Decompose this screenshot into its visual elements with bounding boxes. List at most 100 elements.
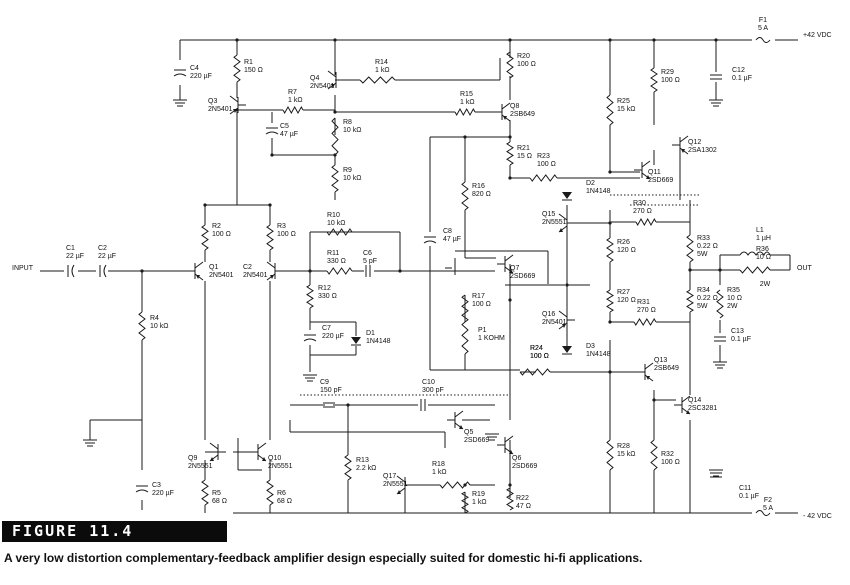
junction-dot [508,483,512,487]
component-label: C2 [98,245,107,252]
component-label: R23 [537,153,550,160]
component-label: 0.22 Ω [697,243,718,250]
component-label: C2 [243,264,252,271]
junction-dot [346,403,350,407]
component-label: 5 pF [363,258,377,265]
component-label: R24 [530,345,543,352]
junction-dot [688,268,692,272]
junction-dot [652,38,656,42]
component-label: R25 [617,98,630,105]
component-label: 2N5401 [209,272,234,279]
component-label: 2SA1302 [688,147,717,154]
component-label: 1 kΩ [460,99,475,106]
ground-symbol [173,99,187,107]
junction-dot [140,269,144,273]
figure-caption: A very low distortion complementary-feed… [4,551,643,565]
component-label: C1 [66,245,75,252]
component-label: 100 Ω [661,77,680,84]
component-label: 10 Ω [756,254,771,261]
component-label: R17 [472,293,485,300]
component-label: R24 [530,345,543,352]
component-label: 100 Ω [472,301,491,308]
component-label: R31 [637,299,650,306]
component-label: 2W [727,303,738,310]
component-label: F1 [759,17,767,24]
component-label: 10 kΩ [327,220,345,227]
component-label: R33 [697,235,710,242]
component-label: 100 Ω [530,353,549,360]
component-label: R1 [244,59,253,66]
junction-dot [508,176,512,180]
component-label: 10 Ω [727,295,742,302]
component-label: 150 pF [320,387,342,394]
component-label: R12 [318,285,331,292]
component-label: R14 [375,59,388,66]
component-label: R20 [517,53,530,60]
component-label: R34 [697,287,710,294]
component-label: C13 [731,328,744,335]
component-label: L1 [756,227,764,234]
component-label: P1 [478,327,487,334]
component-label: 270 Ω [633,208,652,215]
component-label: R27 [617,289,630,296]
component-label: Q17 [383,473,396,480]
component-label: 0.1 µF [739,493,759,500]
component-label: R35 [727,287,740,294]
component-label: 2SC3281 [688,405,717,412]
output-label: OUT [797,265,813,272]
ground-symbol [713,361,727,369]
component-label: 220 µF [152,490,174,497]
component-label: 120 Ω [617,247,636,254]
ground-symbol [83,439,97,447]
component-label: R11 [327,250,339,257]
component-label: F2 [764,497,772,504]
component-label: 100 Ω [212,231,231,238]
component-label: C6 [363,250,372,257]
component-label: 1N4148 [586,188,611,195]
component-label: 68 Ω [212,498,227,505]
component-label: 5 A [758,25,768,32]
junction-dot [203,203,207,207]
component-label: Q7 [510,265,519,272]
component-label: R30 [633,200,646,207]
component-label: R4 [150,315,159,322]
component-label: 2N5401 [310,83,335,90]
junction-dot [608,221,612,225]
component-label: R9 [343,167,352,174]
component-label: 2SB649 [654,365,679,372]
component-label: 22 µF [98,253,116,260]
junction-dot [652,398,656,402]
component-label: Q3 [208,98,217,105]
component-label: 2N5401 [243,272,268,279]
component-label: 10 kΩ [343,175,361,182]
component-label: R28 [617,443,630,450]
component-label: 5W [697,251,708,258]
junction-dot [508,38,512,42]
junction-dot [508,135,512,139]
component-label: Q8 [510,103,519,110]
component-label: 2SB649 [510,111,535,118]
component-label: C9 [320,379,329,386]
ground-symbol [709,469,723,477]
component-label: R36 [756,246,769,253]
